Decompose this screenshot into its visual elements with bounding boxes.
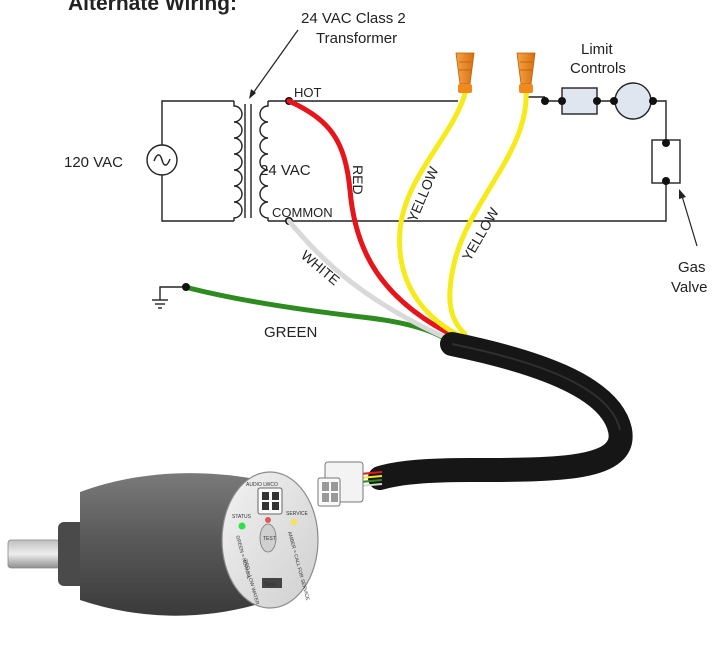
yellow-wire-2 (447, 87, 529, 337)
gas-valve-label-line2: Valve (671, 279, 707, 296)
red-wire-label: RED (350, 165, 366, 195)
device-brand-label: Taco (264, 582, 275, 588)
status-led-red (265, 517, 271, 523)
ground-terminal-dot (182, 283, 190, 291)
device-audio-label: AUDIO LWCO (246, 482, 278, 488)
wire-nut-2 (516, 52, 536, 93)
connector-wire-ends (359, 471, 383, 487)
transformer-label-line2: Transformer (316, 30, 397, 47)
limit-controls-label-line2: Controls (570, 60, 626, 77)
device-test-label: TEST (263, 536, 276, 542)
green-wire-label: GREEN (264, 324, 317, 341)
device-status-label: STATUS (232, 514, 252, 520)
ground-symbol (152, 286, 185, 309)
common-terminal-label: COMMON (272, 205, 333, 220)
connector-plug (317, 461, 364, 507)
gas-valve-label-line1: Gas (678, 259, 706, 276)
primary-voltage-label: 120 VAC (64, 154, 123, 171)
primary-circuit (146, 100, 243, 222)
diagram-title: Alternate Wiring: (68, 0, 237, 15)
red-wire (286, 98, 461, 341)
transformer-leader-arrow (249, 89, 256, 99)
status-led-green (238, 522, 246, 530)
sensor-device (7, 471, 319, 616)
secondary-circuit (259, 96, 667, 222)
service-led-amber (290, 518, 298, 526)
secondary-voltage-label: 24 VAC (260, 162, 311, 179)
gas-valve-box (651, 139, 681, 184)
transformer-leader-line (250, 29, 299, 97)
white-wire (286, 218, 458, 345)
yellow-wire-1 (397, 87, 469, 339)
hot-terminal-label: HOT (294, 85, 322, 100)
limit-switch-round (614, 82, 652, 120)
transformer-core (244, 104, 252, 218)
wire-nut-1 (455, 52, 475, 93)
limit-controls (541, 82, 657, 120)
limit-switch-box (561, 87, 598, 115)
black-cable (368, 332, 633, 490)
taco-logo-mark (262, 578, 282, 588)
device-service-label: SERVICE (286, 511, 309, 517)
test-button (259, 523, 277, 553)
limit-controls-label-line1: Limit (581, 41, 614, 58)
gas-valve (651, 139, 698, 247)
transformer-label-line1: 24 VAC Class 2 (301, 10, 406, 27)
